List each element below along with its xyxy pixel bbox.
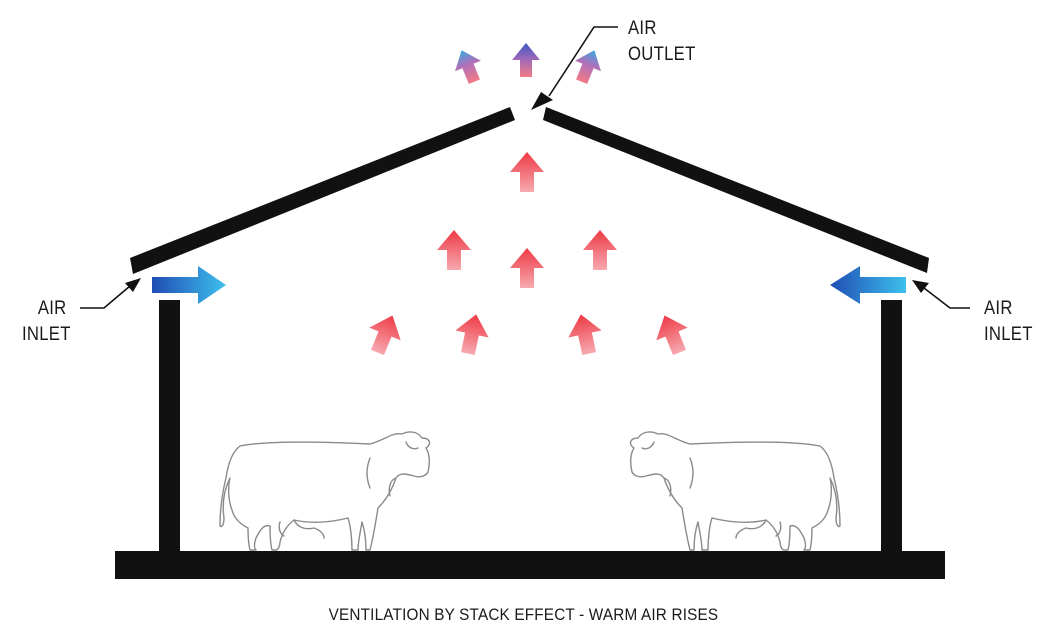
left-air-inlet-label-line1: AIR [37,298,67,319]
cow-icon [219,431,431,551]
cow-icon [629,431,841,551]
right-air-inlet-label-line2: INLET [984,324,1033,345]
warm-air-arrow-icon [510,152,544,192]
left-wall [159,300,180,552]
left-inlet-leader [80,285,131,309]
air-outlet-leader [548,26,618,97]
right-air-inlet-label-line1: AIR [984,298,1013,319]
warm-air-arrow-icon [510,248,544,288]
air-outlet-label-line2: OUTLET [628,44,696,65]
warm-air-arrow-icon [648,309,696,359]
right-air-inlet-label: AIR INLET [984,296,1033,348]
warm-air-arrow-icon [451,310,493,358]
air-outlet-arrow-icon [568,44,608,88]
air-outlet-label: AIR OUTLET [628,16,696,68]
right-inlet-leader [923,287,970,309]
warm-air-arrow-icon [564,310,606,358]
air-inlet-arrow-icon [830,266,906,304]
air-outlet-label-line1: AIR [628,18,657,39]
air-outlet-arrow-icon [512,43,540,77]
air-outlet-leader-arrowhead [531,92,553,110]
air-inlet-arrow-icon [152,266,226,304]
diagram-caption: VENTILATION BY STACK EFFECT - WARM AIR R… [0,605,1046,625]
right-roof-panel [543,107,929,273]
left-inlet-leader-arrowhead [125,278,141,292]
left-air-inlet-label: AIR INLET [22,296,71,348]
left-roof-panel [130,107,515,274]
floor-slab [115,551,945,579]
left-air-inlet-label-line2: INLET [22,324,71,345]
diagram-caption-text: VENTILATION BY STACK EFFECT - WARM AIR R… [328,605,718,624]
right-wall [881,300,902,552]
air-outlet-arrow-icon [448,44,488,88]
warm-air-arrow-icon [361,309,409,359]
warm-air-arrow-icon [583,230,617,270]
warm-air-arrow-icon [437,230,471,270]
right-inlet-leader-arrowhead [912,280,929,293]
